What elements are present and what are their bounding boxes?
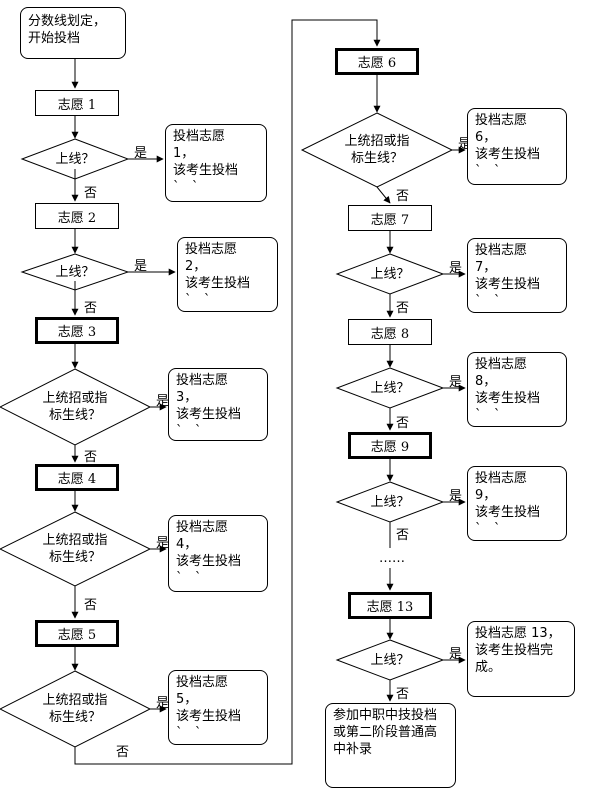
result-note-4: 投档志愿 4， 该考生投档 ` ˋ — [168, 515, 268, 592]
decision-text-3: 上统招或指 标生线？ — [42, 391, 108, 423]
choice-box-9: 志愿 9 — [348, 432, 432, 459]
result-note-3: 投档志愿 3， 该考生投档 ` ˋ — [168, 368, 268, 441]
no-label-6: 否 — [396, 189, 410, 204]
choice-box-4: 志愿 4 — [35, 464, 119, 491]
no-label-8: 否 — [396, 416, 410, 431]
result-note-9: 投档志愿 9， 该考生投档 ` ˋ — [467, 466, 567, 541]
decision-text-4: 上统招或指 标生线？ — [42, 533, 108, 565]
no-label-4: 否 — [84, 598, 98, 613]
yes-label-9: 是 — [449, 489, 463, 504]
result-note-1: 投档志愿 1， 该考生投档 ` ˋ — [165, 124, 267, 202]
choice-box-8: 志愿 8 — [348, 319, 432, 345]
decision-text-5: 上统招或指 标生线？ — [42, 693, 108, 725]
no-label-3: 否 — [84, 450, 98, 465]
decision-text-10: 上线？ — [370, 652, 410, 668]
choice-box-2: 志愿 2 — [35, 203, 119, 229]
no-label-10: 否 — [396, 687, 410, 702]
ellipsis-text: …… — [379, 551, 405, 566]
decision-text-8: 上线？ — [370, 380, 410, 396]
no-label-7: 否 — [396, 301, 410, 316]
decision-text-2: 上线？ — [55, 264, 95, 280]
yes-label-10: 是 — [449, 647, 463, 662]
yes-label-7: 是 — [449, 261, 463, 276]
decision-text-9: 上线？ — [370, 494, 410, 510]
yes-label-2: 是 — [134, 259, 148, 274]
final-note: 参加中职中技投档 或第二阶段普通高 中补录 — [325, 703, 456, 788]
choice-box-1: 志愿 1 — [35, 90, 119, 116]
decision-text-1: 上线？ — [55, 151, 95, 167]
result-note-2: 投档志愿 2， 该考生投档 ` ˋ — [177, 237, 278, 312]
no-label-1: 否 — [84, 186, 98, 201]
choice-box-5: 志愿 5 — [35, 620, 119, 647]
decision-text-6: 上统招或指 标生线？ — [344, 134, 410, 166]
arrow-no-6 — [376, 186, 391, 204]
no-label-9: 否 — [396, 528, 410, 543]
result-note-5: 投档志愿 5， 该考生投档 ` ˋ — [168, 670, 268, 745]
choice-box-10: 志愿 13 — [348, 592, 432, 619]
yes-label-4: 是 — [156, 536, 170, 551]
result-note-10: 投档志愿 13， 该考生投档完 成。 — [467, 621, 575, 697]
arrow-no-5-to-choice-6 — [74, 19, 381, 765]
no-label-2: 否 — [84, 301, 98, 316]
yes-label-5: 是 — [156, 696, 170, 711]
yes-label-3: 是 — [156, 394, 170, 409]
yes-label-1: 是 — [134, 146, 148, 161]
yes-label-8: 是 — [449, 375, 463, 390]
choice-box-3: 志愿 3 — [35, 317, 119, 344]
choice-box-6: 志愿 6 — [335, 48, 419, 75]
result-note-8: 投档志愿 8， 该考生投档 ` ˋ — [467, 352, 567, 427]
decision-text-7: 上线？ — [370, 266, 410, 282]
choice-box-7: 志愿 7 — [348, 205, 432, 231]
no-label-5: 否 — [116, 745, 130, 760]
result-note-6: 投档志愿 6， 该考生投档 ` ˋ — [467, 108, 567, 185]
start-node: 分数线划定， 开始投档 — [20, 7, 126, 59]
result-note-7: 投档志愿 7， 该考生投档 ` ˋ — [467, 238, 567, 313]
